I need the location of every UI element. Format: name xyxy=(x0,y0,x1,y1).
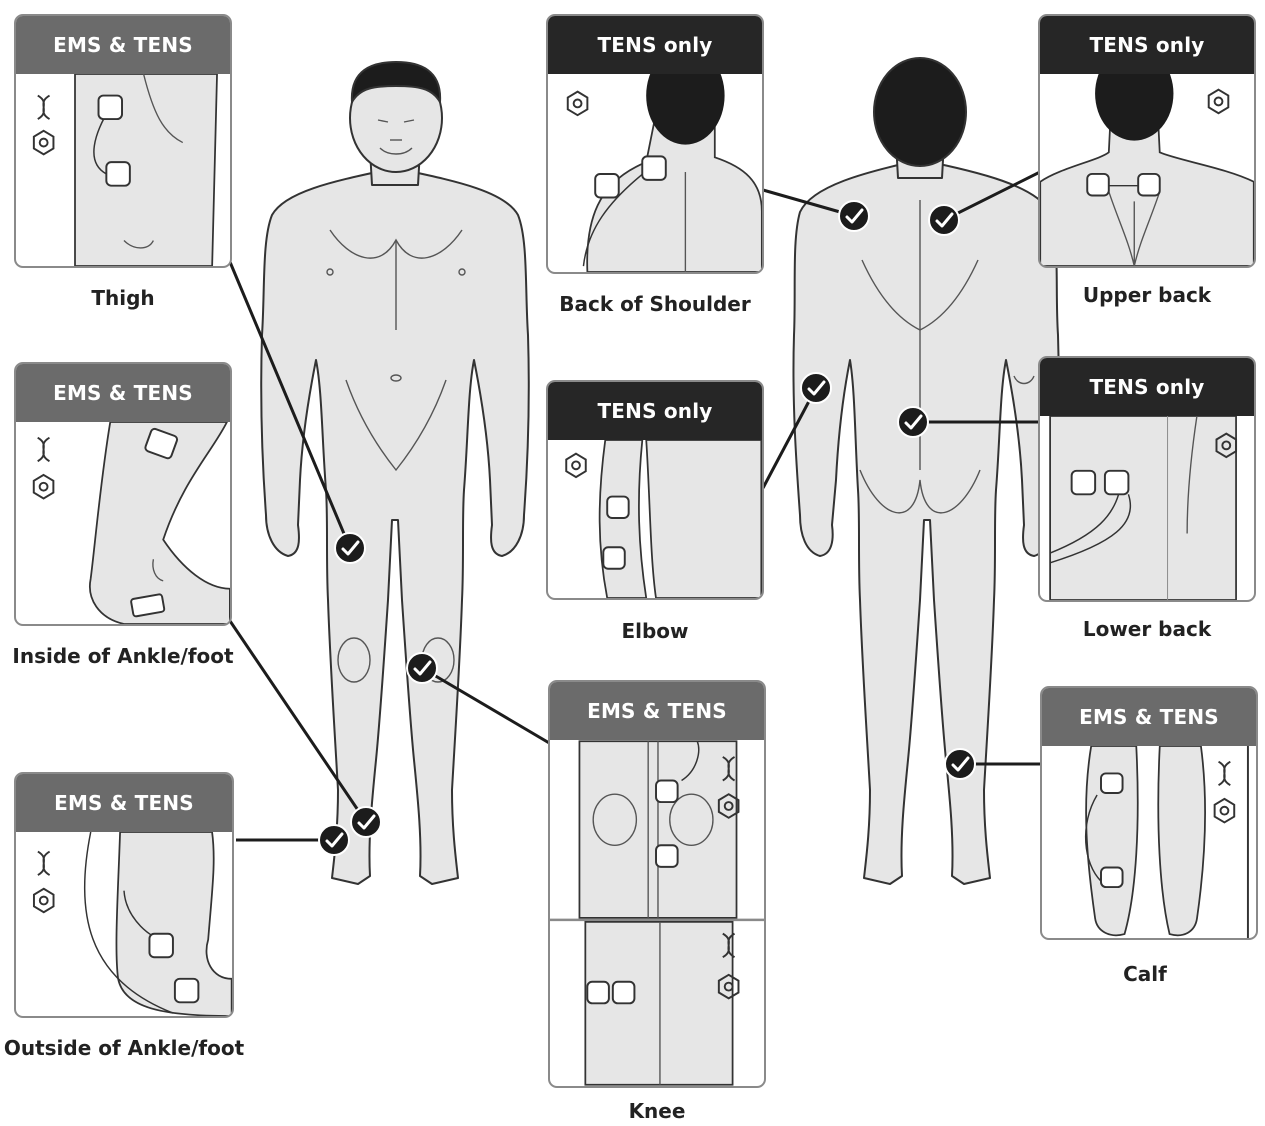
hexagon-nerve-icon xyxy=(717,793,740,1000)
upper-back-label: Upper back xyxy=(1082,283,1212,307)
muscle-stimulation-icon xyxy=(37,94,51,120)
upper-back-illustration xyxy=(1040,74,1254,266)
hexagon-nerve-icon xyxy=(32,129,55,156)
outside-ankle-card-header: EMS & TENS xyxy=(16,774,232,832)
thigh-label: Thigh xyxy=(91,286,155,310)
elbow-illustration xyxy=(548,440,762,598)
back-shoulder-card-header: TENS only xyxy=(548,16,762,74)
lower-back-illustration xyxy=(1040,416,1254,600)
knee-illustration xyxy=(550,740,764,1086)
calf-card: EMS & TENS xyxy=(1040,686,1258,940)
thigh-card: EMS & TENS xyxy=(14,14,232,268)
knee-card: EMS & TENS xyxy=(548,680,766,1088)
back-shoulder-card: TENS only xyxy=(546,14,764,274)
muscle-stimulation-icon xyxy=(722,756,736,959)
lower-back-label: Lower back xyxy=(1082,617,1212,641)
elbow-card: TENS only xyxy=(546,380,764,600)
back-body-figure xyxy=(792,57,1060,885)
inside-ankle-label: Inside of Ankle/foot xyxy=(12,644,234,668)
front-body-figure xyxy=(260,61,530,885)
upper-back-card-header: TENS only xyxy=(1040,16,1254,74)
hexagon-nerve-icon xyxy=(566,90,589,117)
inside-ankle-card-header: EMS & TENS xyxy=(16,364,230,422)
upper-back-card: TENS only xyxy=(1038,14,1256,268)
hexagon-nerve-icon xyxy=(1207,88,1230,115)
knee-label: Knee xyxy=(628,1099,686,1123)
lower-back-card-header: TENS only xyxy=(1040,358,1254,416)
outside-ankle-card: EMS & TENS xyxy=(14,772,234,1018)
hexagon-nerve-icon xyxy=(1213,797,1236,824)
thigh-illustration xyxy=(16,74,230,266)
calf-label: Calf xyxy=(1123,962,1167,986)
inside-ankle-card: EMS & TENS xyxy=(14,362,232,626)
back-shoulder-label: Back of Shoulder xyxy=(559,292,751,316)
thigh-card-header: EMS & TENS xyxy=(16,16,230,74)
elbow-card-header: TENS only xyxy=(548,382,762,440)
hexagon-nerve-icon xyxy=(1215,432,1238,459)
calf-illustration xyxy=(1042,746,1256,938)
knee-card-header: EMS & TENS xyxy=(550,682,764,740)
muscle-stimulation-icon xyxy=(37,850,51,876)
hexagon-nerve-icon xyxy=(32,887,55,914)
elbow-label: Elbow xyxy=(621,619,689,643)
outside-ankle-label: Outside of Ankle/foot xyxy=(3,1036,245,1060)
muscle-stimulation-icon xyxy=(37,436,51,463)
front-body-details xyxy=(326,119,466,683)
back-shoulder-illustration xyxy=(548,74,762,272)
inside-ankle-illustration xyxy=(16,422,230,624)
calf-card-header: EMS & TENS xyxy=(1042,688,1256,746)
lower-back-card: TENS only xyxy=(1038,356,1256,602)
hexagon-nerve-icon xyxy=(565,452,587,479)
hexagon-nerve-icon xyxy=(32,473,55,500)
outside-ankle-illustration xyxy=(16,832,232,1016)
muscle-stimulation-icon xyxy=(1217,760,1231,787)
